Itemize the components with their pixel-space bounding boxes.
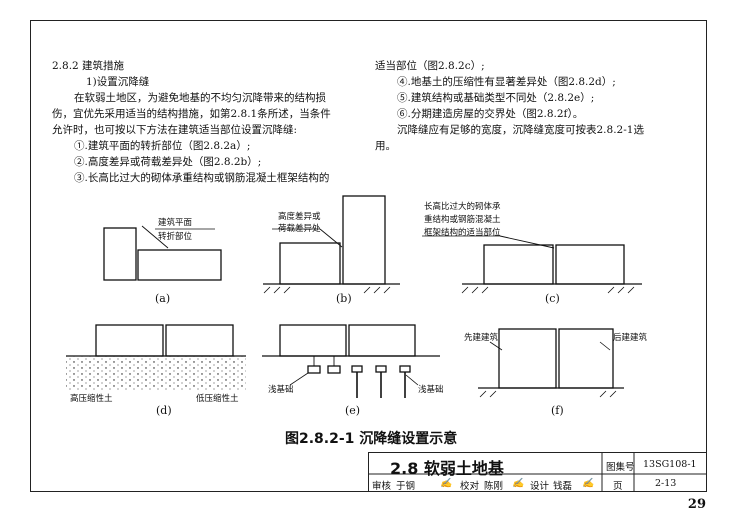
diagram-c bbox=[422, 235, 642, 294]
building-right: 后建建筑 bbox=[613, 333, 648, 343]
text-line: ①.建筑平面的转折部位（图2.8.2a）; bbox=[74, 140, 251, 152]
text-line: 在软弱土地区，为避免地基的不均匀沉降带来的结构损 bbox=[74, 92, 326, 104]
title-block bbox=[368, 452, 707, 492]
text-line: 沉降缝应有足够的宽度，沉降缝宽度可按表2.8.2-1选 bbox=[397, 124, 644, 136]
text-line: ②.高度差异或荷载差异处（图2.8.2b）; bbox=[74, 156, 262, 168]
text-line: 适当部位（图2.8.2c）; bbox=[375, 60, 485, 72]
annotation-b1: 高度差异或 bbox=[278, 212, 321, 222]
annotation-a2: 转折部位 bbox=[158, 232, 193, 242]
design-label: 设计 bbox=[530, 481, 550, 492]
right-text-column: 适当部位（图2.8.2c）; ④.地基土的压缩性有显著差异处（图2.8.2d）;… bbox=[375, 58, 644, 154]
plate-title: 2.8 软弱土地基 bbox=[390, 459, 504, 478]
checker-signature: ✍ bbox=[512, 478, 524, 489]
section-heading: 2.8.2 建筑措施 bbox=[52, 60, 125, 72]
text-line: 伤，宜优先采用适当的结构措施，如第2.8.1条所述，当条件 bbox=[52, 108, 331, 120]
label-b: (b) bbox=[336, 292, 352, 305]
page-label: 页 bbox=[613, 481, 623, 492]
soil-right: 低压缩性土 bbox=[196, 394, 239, 404]
annotation-a1: 建筑平面 bbox=[158, 218, 193, 228]
label-c: (c) bbox=[545, 292, 560, 305]
text-line: 1)设置沉降缝 bbox=[86, 76, 150, 88]
diagram-e bbox=[262, 324, 440, 398]
diagram-f bbox=[478, 328, 624, 398]
atlas-number: 13SG108-1 bbox=[643, 459, 697, 470]
text-line: ⑥.分期建造房屋的交界处（图2.8.2f）。 bbox=[397, 108, 584, 120]
annotation-c3: 框架结构的适当部位 bbox=[424, 228, 501, 238]
text-line: ③.长高比过大的砌体承重结构或钢筋混凝土框架结构的 bbox=[74, 172, 330, 184]
designer-signature: ✍ bbox=[582, 478, 594, 489]
checker-name: 陈刚 bbox=[484, 481, 504, 492]
soil-left: 高压缩性土 bbox=[70, 394, 113, 404]
page-value: 2-13 bbox=[655, 478, 677, 489]
label-f: (f) bbox=[551, 404, 564, 417]
review-label: 审核 bbox=[372, 481, 392, 492]
building-left: 先建建筑 bbox=[464, 333, 499, 343]
page-number: 29 bbox=[687, 497, 706, 512]
diagram-b bbox=[263, 195, 400, 294]
diagram-d bbox=[66, 324, 246, 390]
foundation-right: 浅基础 bbox=[418, 385, 444, 395]
atlas-label: 图集号 bbox=[606, 462, 635, 473]
diagram-a bbox=[103, 225, 222, 281]
text-line: ④.地基土的压缩性有显著差异处（图2.8.2d）; bbox=[397, 76, 616, 88]
label-e: (e) bbox=[345, 404, 361, 417]
figure-caption: 图2.8.2-1 沉降缝设置示意 bbox=[285, 431, 458, 447]
reviewer-name: 于钢 bbox=[396, 481, 416, 492]
annotation-c2: 重结构或钢筋混凝土 bbox=[424, 215, 501, 225]
text-line: 用。 bbox=[375, 140, 396, 152]
label-d: (d) bbox=[156, 404, 172, 417]
text-line: 允许时，也可按以下方法在建筑适当部位设置沉降缝: bbox=[52, 124, 298, 136]
label-a: (a) bbox=[155, 292, 171, 305]
foundation-left: 浅基础 bbox=[268, 385, 294, 395]
left-text-column: 2.8.2 建筑措施 1)设置沉降缝 在软弱土地区，为避免地基的不均匀沉降带来的… bbox=[52, 58, 331, 186]
text-line: ⑤.建筑结构或基础类型不同处（2.8.2e）; bbox=[397, 92, 595, 104]
designer-name: 钱磊 bbox=[553, 481, 573, 492]
annotation-c1: 长高比过大的砌体承 bbox=[424, 202, 501, 212]
reviewer-signature: ✍ bbox=[440, 478, 452, 489]
check-label: 校对 bbox=[460, 481, 480, 492]
annotation-b2: 荷载差异处 bbox=[278, 224, 321, 234]
